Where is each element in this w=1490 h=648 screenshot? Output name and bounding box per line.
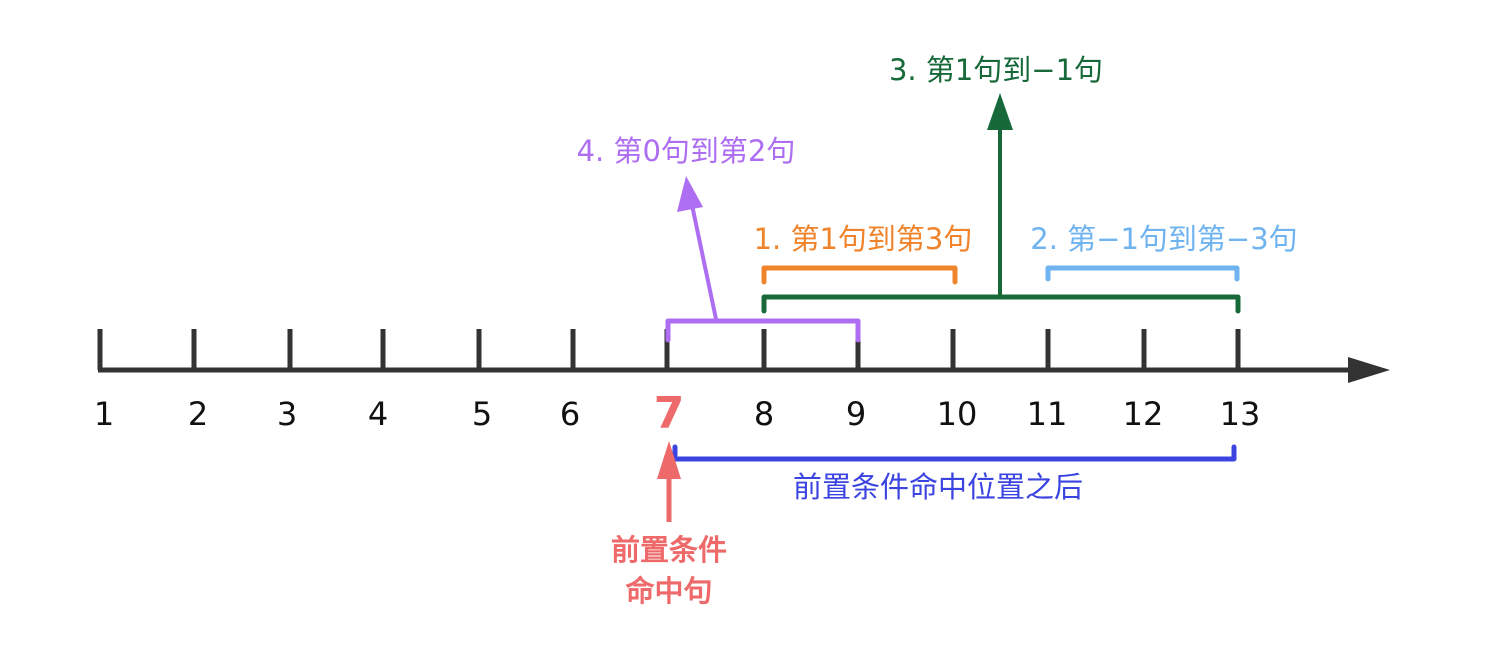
- range-1-label: 1. 第1句到第3句: [754, 222, 973, 256]
- tick-label-5: 5: [472, 395, 492, 433]
- tick-label-6: 6: [560, 395, 580, 433]
- tick-label-12: 12: [1123, 395, 1164, 433]
- range-4-bracket: [665, 318, 861, 343]
- range-1-group: 1. 第1句到第3句: [754, 222, 973, 285]
- tick-label-1: 1: [94, 395, 114, 433]
- range-2-bracket: [1045, 265, 1240, 282]
- tick-label-2: 2: [188, 395, 208, 433]
- hit-label-line-1: 前置条件: [611, 533, 727, 567]
- range-4-arrowhead: [677, 176, 703, 212]
- tick-label-13: 13: [1220, 395, 1261, 433]
- range-1-bracket: [761, 265, 958, 285]
- range-3-arrowhead: [987, 93, 1013, 130]
- tick-labels: 1 2 3 4 5 6 7 8 9 10 11 12 13: [94, 388, 1261, 439]
- hit-arrowhead: [657, 441, 681, 479]
- tick-label-9: 9: [846, 395, 866, 433]
- axis-ticks: [97, 329, 1241, 370]
- hit-sentence-group: 前置条件 命中句: [611, 441, 727, 608]
- after-hit-label: 前置条件命中位置之后: [793, 470, 1083, 504]
- after-hit-group: 前置条件命中位置之后: [672, 444, 1237, 504]
- after-hit-bracket: [672, 444, 1237, 462]
- tick-label-11: 11: [1027, 395, 1068, 433]
- axis-arrowhead: [1348, 357, 1390, 383]
- range-4-group: 4. 第0句到第2句: [577, 134, 861, 343]
- range-2-group: 2. 第−1句到第−3句: [1030, 222, 1298, 282]
- range-3-group: 3. 第1句到−1句: [761, 53, 1241, 314]
- range-2-label: 2. 第−1句到第−3句: [1030, 222, 1297, 256]
- tick-label-7-hit: 7: [654, 388, 685, 439]
- range-4-arrow-shaft: [690, 204, 718, 320]
- tick-label-4: 4: [368, 395, 388, 433]
- hit-label-line-2: 命中句: [625, 574, 712, 608]
- range-3-bracket: [761, 294, 1241, 314]
- tick-label-8: 8: [754, 395, 774, 433]
- tick-label-3: 3: [277, 395, 297, 433]
- tick-label-10: 10: [937, 395, 978, 433]
- range-3-label: 3. 第1句到−1句: [889, 53, 1103, 87]
- range-4-label: 4. 第0句到第2句: [577, 134, 796, 168]
